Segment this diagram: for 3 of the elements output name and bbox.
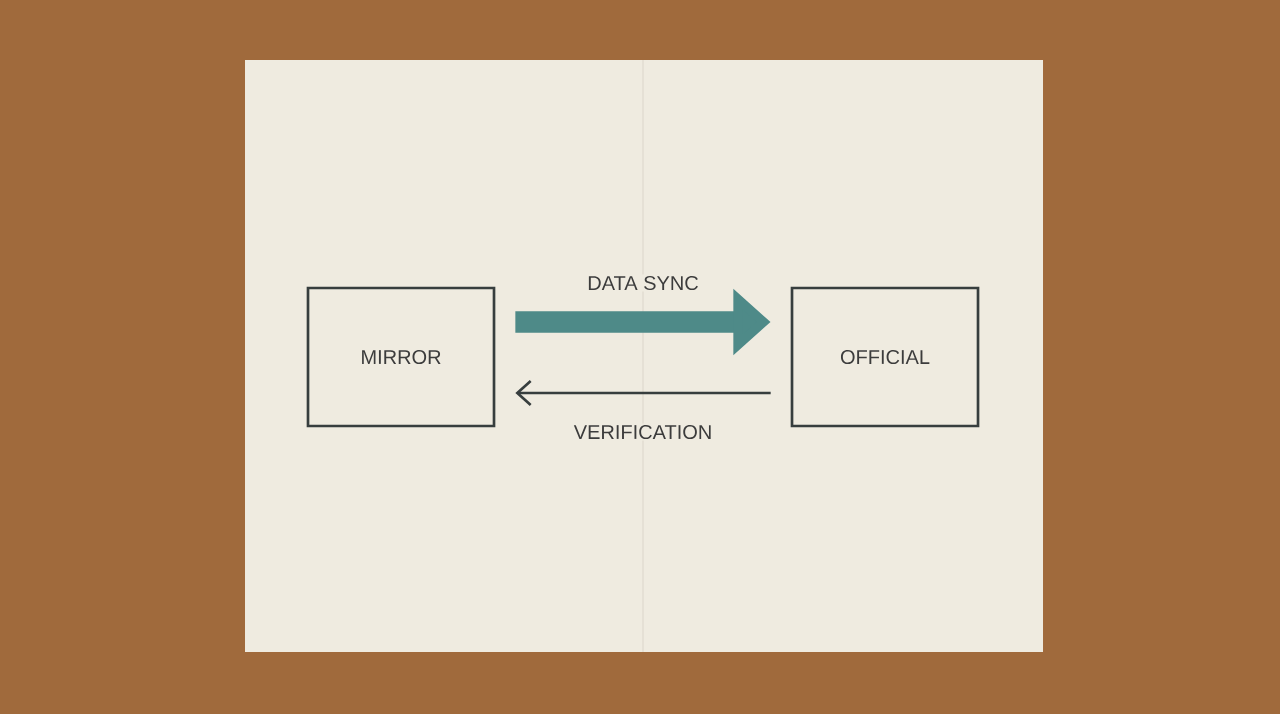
process-box: OFFICIAL	[790, 286, 980, 428]
arrow	[515, 380, 771, 406]
process-box: MIRROR	[306, 286, 496, 428]
